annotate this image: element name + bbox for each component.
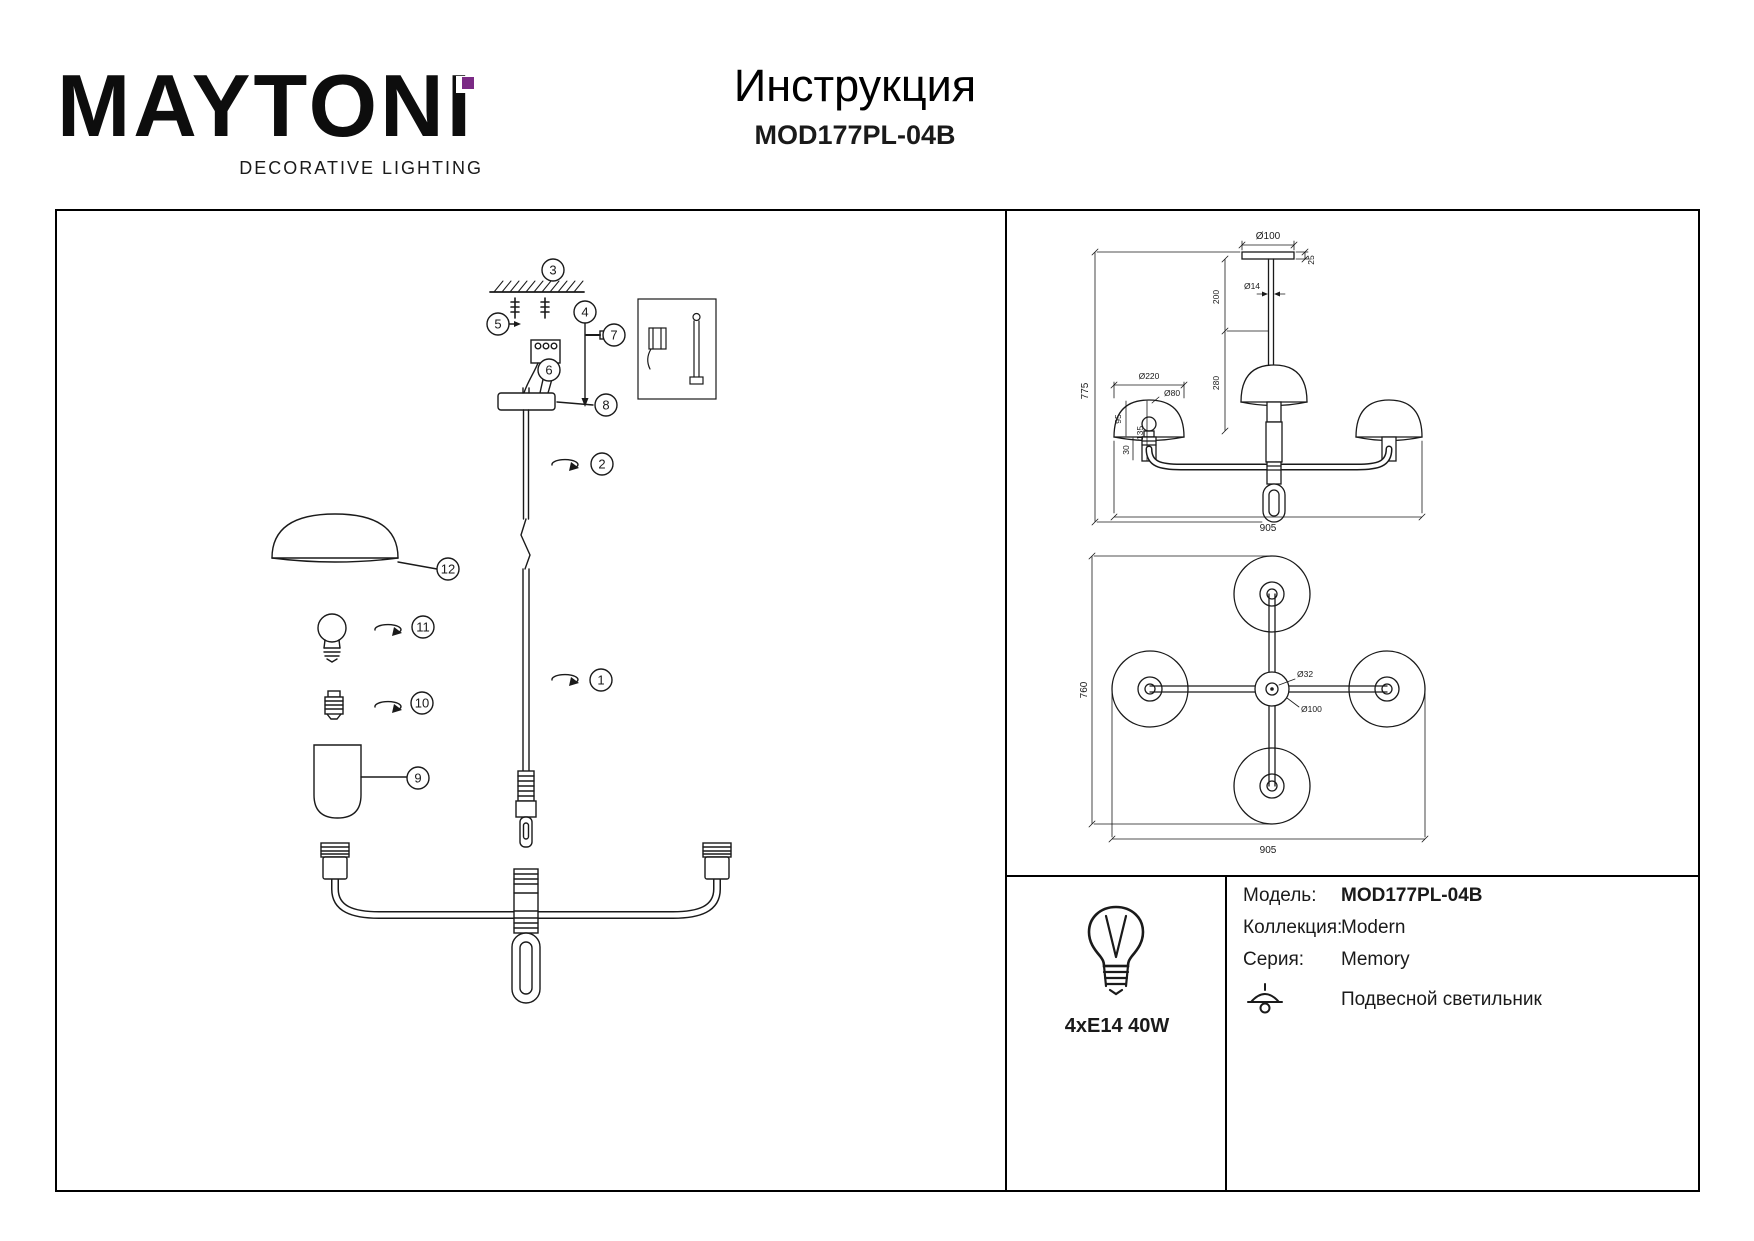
model-number: MOD177PL-04B — [754, 120, 956, 150]
top-view-shade — [1348, 650, 1426, 728]
dim-shade-opening: Ø80 — [1164, 388, 1180, 398]
dim-shade-total: 135 — [1135, 426, 1145, 440]
callout-number: 6 — [545, 363, 552, 378]
pendant-lamp-icon — [1243, 981, 1341, 1027]
bulb-part — [317, 613, 347, 663]
dim-total-height: 775 — [1080, 382, 1091, 399]
brand-i-dot-icon — [462, 77, 474, 89]
callout-8: 8 — [594, 393, 618, 417]
assembly-diagram: 1 2 3 4 5 6 7 8 9 — [271, 258, 732, 1004]
spec-row-collection: Коллекция: Modern — [1243, 917, 1695, 939]
callout-7: 7 — [602, 323, 626, 347]
dim-rod-upper: 200 — [1211, 290, 1221, 304]
dim-plate-height: 25 — [1306, 255, 1316, 265]
spec-row-series: Серия: Memory — [1243, 949, 1695, 971]
bulb-icon — [1087, 905, 1145, 996]
spec-series-value: Memory — [1341, 949, 1410, 970]
dim-shade-diameter: Ø220 — [1139, 371, 1160, 381]
dim-plate-diameter: Ø100 — [1256, 231, 1281, 242]
callout-number: 12 — [441, 562, 455, 577]
callout-number: 3 — [549, 263, 556, 278]
rotate-arrow-icon — [374, 623, 402, 636]
callout-12: 12 — [436, 557, 460, 581]
dim-hub-diameter: Ø32 — [1297, 669, 1313, 679]
callout-number: 9 — [414, 771, 421, 786]
callout-4: 4 — [573, 300, 597, 324]
callout-9: 9 — [406, 766, 430, 790]
callout-11: 11 — [411, 615, 435, 639]
dim-socket-height: 30 — [1121, 445, 1131, 455]
anchor-screws — [510, 297, 550, 319]
spec-collection-label: Коллекция: — [1243, 917, 1343, 938]
callout-number: 10 — [415, 696, 429, 711]
central-body — [511, 868, 541, 1004]
callout-1: 1 — [589, 668, 613, 692]
ceiling-canopy — [497, 387, 556, 411]
spec-table: Модель: MOD177PL-04B Коллекция: Modern С… — [1243, 885, 1695, 1037]
callout-10: 10 — [410, 691, 434, 715]
dim-rod-diameter: Ø14 — [1244, 281, 1260, 291]
page-title: Инструкция — [733, 60, 977, 111]
ceiling-hatch — [489, 280, 585, 293]
top-view-hub — [1254, 671, 1290, 707]
callout-number: 2 — [598, 457, 605, 472]
rotate-arrow-icon — [374, 700, 402, 713]
canopy-screw — [585, 330, 606, 340]
document-header: Инструкция MOD177PL-04B — [615, 60, 1095, 151]
rotate-arrow-icon — [551, 673, 579, 686]
spec-collection-value: Modern — [1341, 917, 1406, 938]
divider-horizontal-spec — [1005, 875, 1700, 877]
left-candle-socket — [320, 842, 350, 880]
callout-number: 5 — [494, 317, 501, 332]
holder-cup — [313, 744, 362, 819]
shade-dome — [271, 513, 399, 563]
spec-row-type: Подвесной светильник — [1243, 981, 1695, 1027]
callout-3: 3 — [541, 258, 565, 282]
callout-number: 8 — [602, 398, 609, 413]
suspension-rod — [515, 409, 537, 848]
top-view-shade — [1111, 650, 1189, 728]
callout-number: 7 — [610, 328, 617, 343]
spec-model-label: Модель: — [1243, 885, 1317, 906]
dim-canopy-diameter: Ø100 — [1301, 704, 1322, 714]
brand-wordmark: MAYTONI — [57, 62, 485, 150]
top-view-diagram: Ø32 Ø100 760 905 — [1079, 552, 1429, 856]
spec-row-model: Модель: MOD177PL-04B — [1243, 885, 1695, 907]
brand-subtitle: DECORATIVE LIGHTING — [239, 158, 483, 178]
top-view-shade — [1233, 555, 1311, 633]
callout-number: 11 — [416, 620, 430, 635]
rotate-arrow-icon — [551, 458, 579, 471]
dim-side-width: 905 — [1260, 523, 1277, 534]
side-view-diagram: Ø100 25 Ø14 200 280 775 Ø220 Ø80 95 135 … — [1080, 231, 1426, 534]
spec-type-value: Подвесной светильник — [1341, 989, 1542, 1010]
divider-vertical-main — [1005, 211, 1007, 1190]
dim-rod-lower: 280 — [1211, 376, 1221, 390]
callout-number: 1 — [597, 673, 604, 688]
socket-part — [324, 690, 344, 720]
callout-number: 4 — [581, 305, 588, 320]
callout-2: 2 — [590, 452, 614, 476]
spec-series-label: Серия: — [1243, 949, 1305, 970]
dim-top-width: 905 — [1260, 845, 1277, 856]
callout-6: 6 — [537, 358, 561, 382]
detail-inset-box — [637, 298, 717, 400]
divider-vertical-spec — [1225, 875, 1227, 1190]
main-frame: 1 2 3 4 5 6 7 8 9 — [55, 209, 1700, 1192]
dim-shade-height: 95 — [1113, 414, 1123, 424]
right-candle-socket — [702, 842, 732, 880]
brand-text: MAYTONI — [57, 56, 475, 155]
brand-logo: MAYTONI DECORATIVE LIGHTING — [57, 62, 485, 179]
dim-depth: 760 — [1079, 681, 1090, 698]
top-view-shade — [1233, 747, 1311, 825]
lamp-spec-text: 4xE14 40W — [1064, 1015, 1170, 1037]
spec-model-value: MOD177PL-04B — [1341, 885, 1483, 906]
callout-5: 5 — [486, 312, 510, 336]
